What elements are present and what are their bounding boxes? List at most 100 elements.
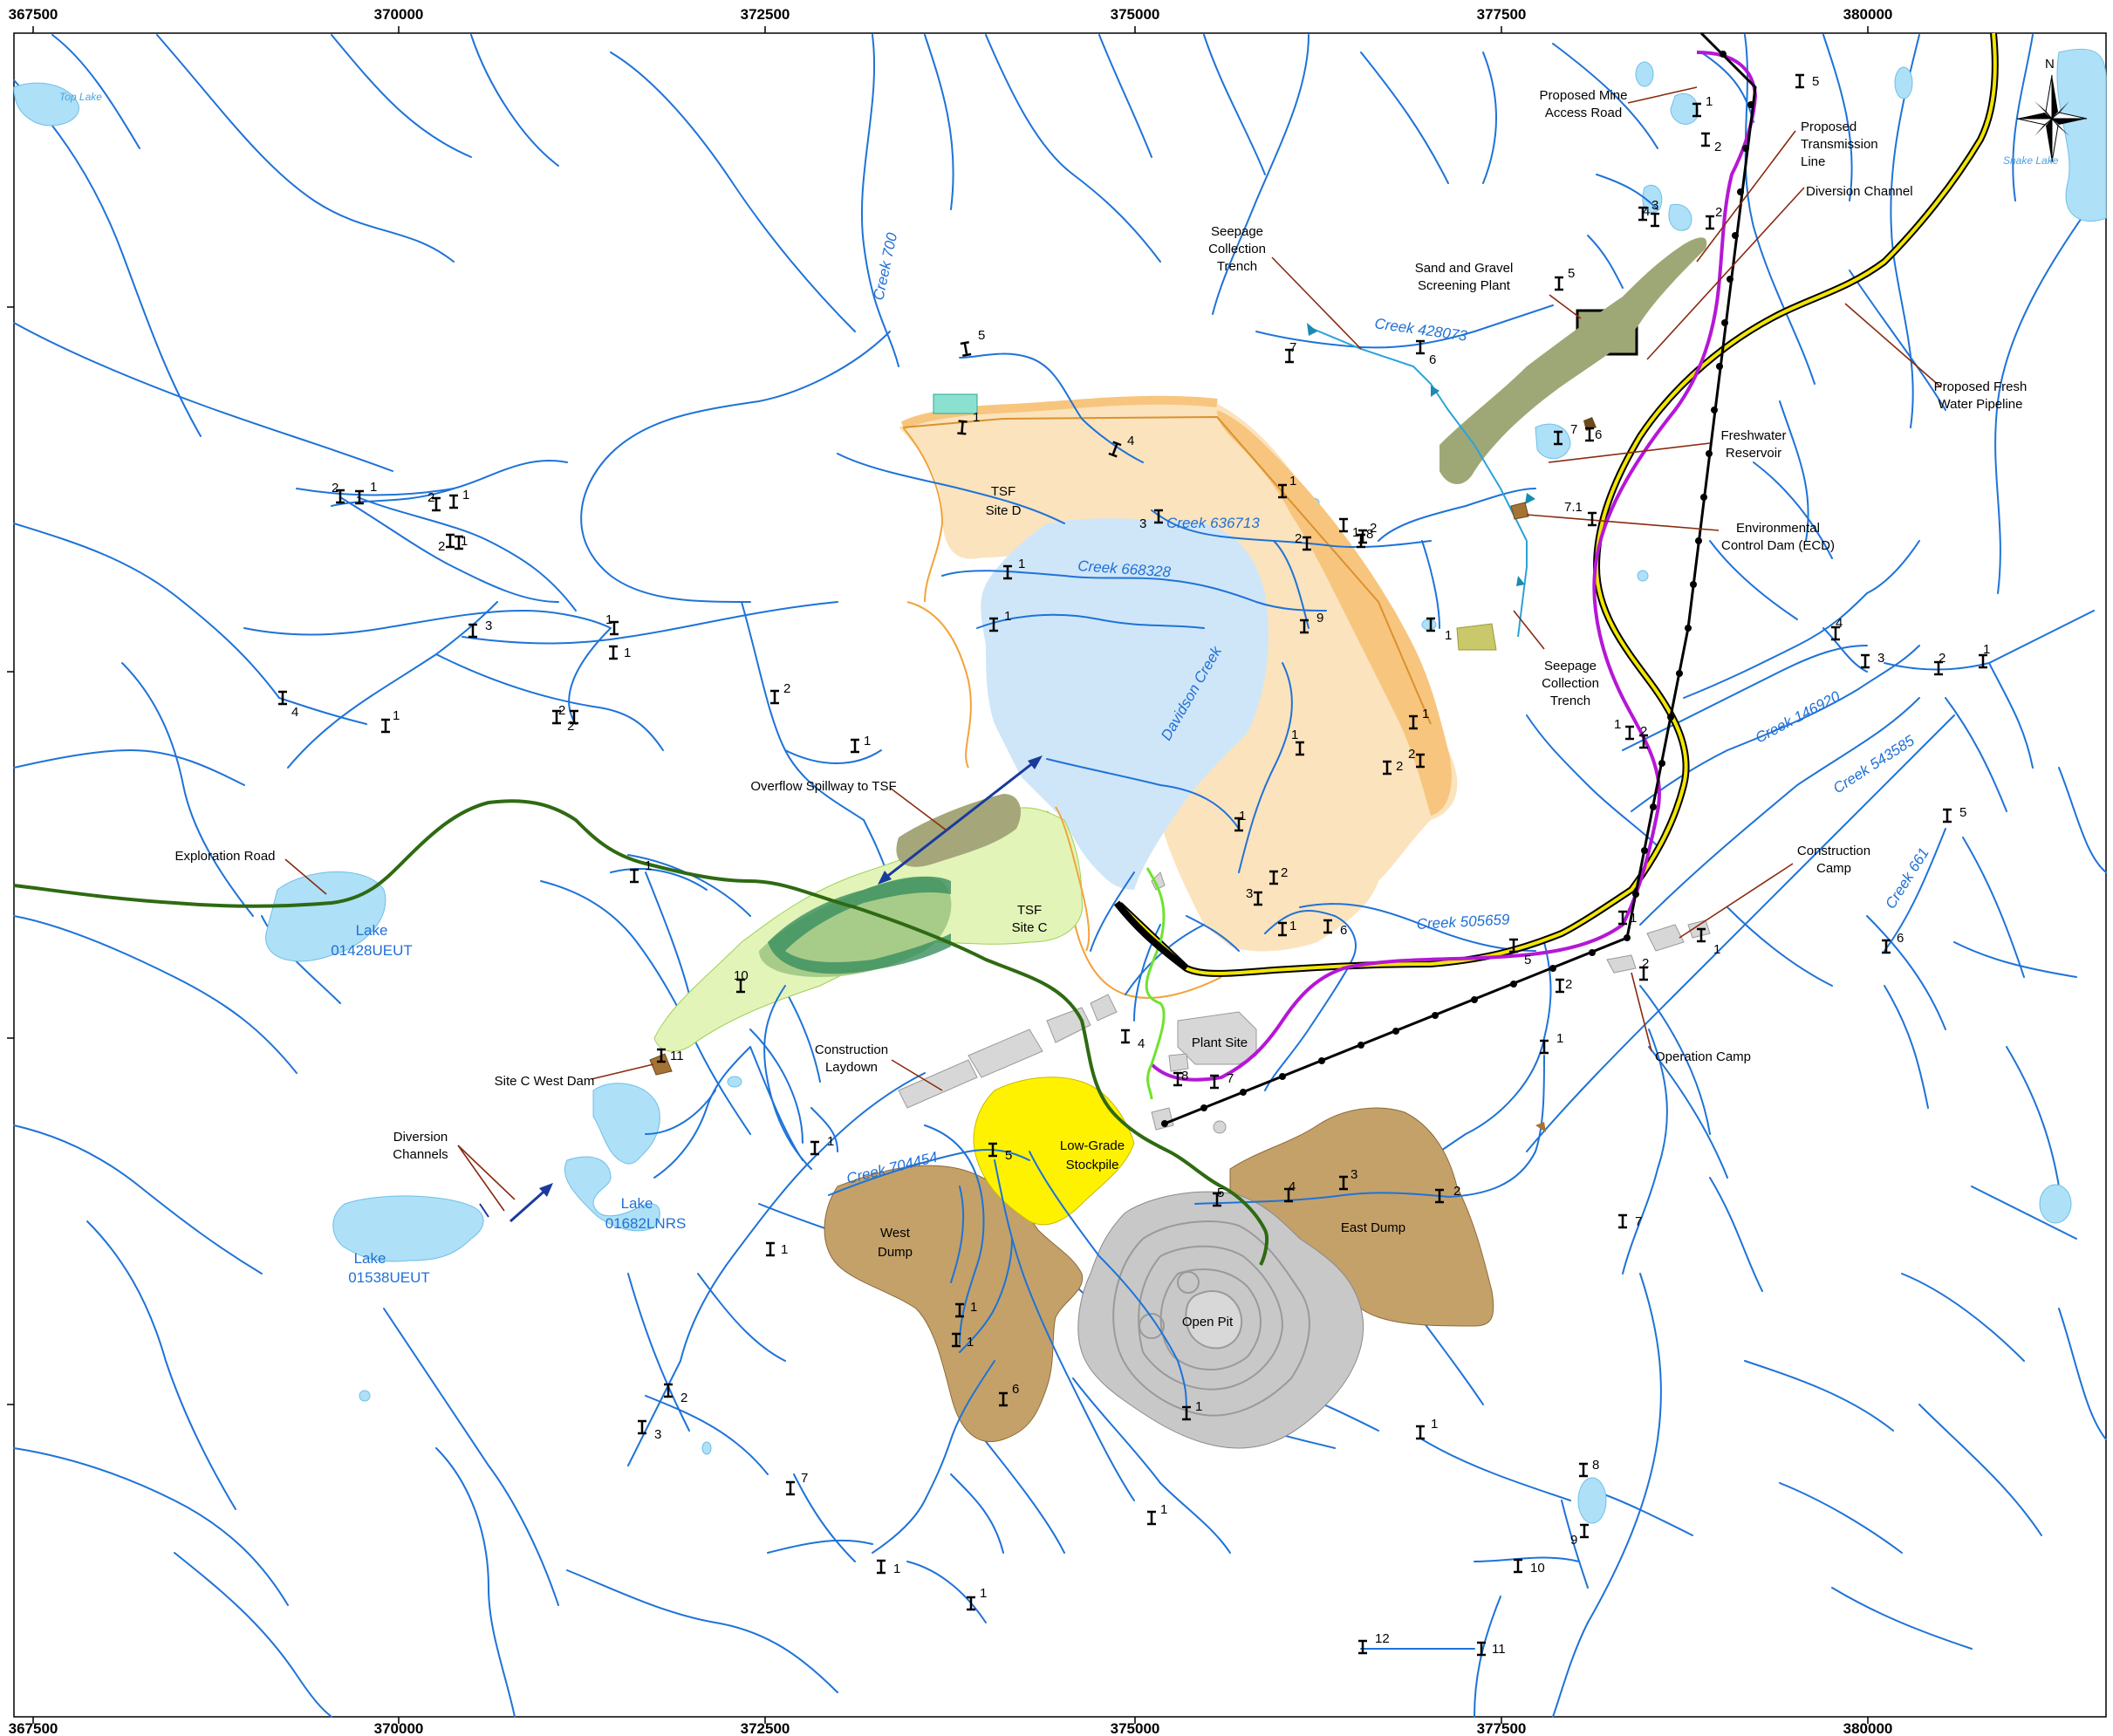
monitoring-site-number: 5: [1568, 266, 1575, 281]
x-tick-label: 367500: [9, 6, 58, 23]
x-tick-label: 375000: [1111, 6, 1160, 23]
monitoring-site-number: 3: [1651, 198, 1658, 213]
fresh-water-pipeline-label-1: Proposed Fresh: [1934, 379, 2028, 394]
monitoring-site-number: 2: [1396, 759, 1403, 774]
monitoring-site-marker: [1861, 653, 1870, 669]
transmission-label-2: Transmission: [1801, 137, 1878, 152]
seepage-bottom-label-2: Collection: [1542, 676, 1599, 691]
monitoring-site-marker: [381, 718, 390, 734]
axis-ticks: [7, 26, 1869, 1724]
monitoring-site-number: 4: [1643, 204, 1650, 219]
sand-gravel-label-2: Screening Plant: [1418, 278, 1511, 293]
monitoring-site-marker: [1358, 529, 1367, 544]
monitoring-site-marker: [1416, 1425, 1425, 1440]
lake-01682-line1: Lake: [621, 1195, 653, 1212]
transmission-label-1: Proposed: [1801, 120, 1857, 134]
monitoring-site-number: 4: [291, 705, 298, 720]
low-grade-label-2: Stockpile: [1066, 1158, 1119, 1172]
lake-01428ueut: [265, 871, 386, 962]
monitoring-site-marker: [1278, 921, 1287, 937]
monitoring-site-marker: [1625, 725, 1634, 741]
monitoring-site-number: 11: [670, 1049, 684, 1063]
operation-camp: [1606, 954, 1637, 974]
tsf-c-label-2: Site C: [1012, 920, 1048, 935]
monitoring-site-marker: [1477, 1641, 1486, 1657]
monitoring-site-number: 7: [1289, 340, 1296, 355]
x-tick-label: 367500: [9, 1720, 58, 1736]
monitoring-site-marker: [1588, 511, 1597, 527]
monitoring-site-marker: [1934, 660, 1943, 676]
monitoring-site-number: 1: [781, 1242, 788, 1257]
monitoring-site-marker: [1556, 978, 1564, 994]
monitoring-site-number: 8: [1592, 1458, 1599, 1473]
monitoring-site-marker: [736, 978, 745, 994]
monitoring-site-marker: [468, 623, 477, 639]
tsf-site-c: [653, 755, 1091, 1052]
sand-gravel-label-1: Sand and Gravel: [1415, 261, 1514, 276]
monitoring-site-number: 6: [1429, 352, 1436, 367]
x-tick-label: 372500: [741, 1720, 790, 1736]
monitoring-site-marker: [610, 620, 619, 636]
monitoring-site-marker: [999, 1391, 1008, 1407]
monitoring-site-marker: [1831, 625, 1840, 641]
monitoring-site-marker: [1651, 212, 1659, 228]
monitoring-site-number: 1: [1983, 642, 1990, 657]
x-tick-label: 370000: [374, 1720, 424, 1736]
monitoring-site-marker: [1269, 870, 1278, 885]
monitoring-site-marker: [657, 1048, 666, 1063]
transmission-line-nodes: [1161, 51, 1754, 1127]
monitoring-site-marker: [1323, 919, 1332, 934]
monitoring-site-number: 7: [1635, 1214, 1642, 1229]
monitoring-site-number: 2: [427, 490, 434, 505]
monitoring-site-number: 4: [1127, 434, 1134, 448]
monitoring-site-number: 1: [1614, 717, 1621, 732]
x-tick-label: 375000: [1111, 1720, 1160, 1736]
monitoring-site-marker: [570, 709, 578, 725]
monitoring-site-number: 1: [1004, 609, 1011, 624]
named-creeks: [627, 51, 1754, 1554]
x-tick-label: 370000: [374, 6, 424, 23]
monitoring-site-number: 4: [1138, 1036, 1145, 1051]
monitoring-site-number: 1: [461, 534, 468, 549]
monitoring-site-marker: [278, 690, 287, 706]
monitoring-site-number: 1: [1706, 94, 1713, 109]
tsf-d-label-1: TSF: [991, 484, 1015, 499]
monitoring-site-number: 3: [1877, 651, 1884, 666]
monitoring-site-number: 1: [1713, 942, 1720, 957]
proposed-fresh-water-pipeline: [1118, 32, 1997, 975]
lake-01682-line2: 01682LNRS: [605, 1215, 687, 1232]
north-label: N: [2045, 57, 2055, 72]
monitoring-site-number: 3: [1139, 516, 1146, 531]
monitoring-site-marker: [630, 868, 639, 884]
monitoring-site-marker: [455, 535, 463, 550]
leader-lines: [284, 86, 1942, 1212]
monitoring-site-number: 1: [1291, 728, 1298, 742]
monitoring-site-number: 1: [827, 1134, 834, 1149]
monitoring-site-marker: [1555, 276, 1563, 291]
seepage-bottom-label-3: Trench: [1550, 694, 1590, 708]
monitoring-site-number: 2: [558, 703, 565, 718]
construction-camp: [1646, 924, 1685, 952]
mine-facilities: [824, 1076, 1494, 1449]
monitoring-site-number: 5: [1812, 74, 1819, 89]
monitoring-site-number: 10: [1530, 1561, 1545, 1575]
monitoring-site-number: 1: [605, 612, 612, 627]
seepage-top-label-1: Seepage: [1211, 224, 1263, 239]
monitoring-site-marker: [851, 738, 859, 754]
monitoring-site-marker: [1706, 215, 1714, 230]
monitoring-site-number: 6: [1340, 923, 1347, 938]
lake-01682lnrs: [564, 1083, 660, 1232]
monitoring-site-number: 1: [1289, 919, 1296, 933]
overflow-spillway-area: [896, 794, 1021, 867]
environmental-control-dam: [1510, 502, 1529, 520]
construction-laydown-label-1: Construction: [815, 1042, 888, 1057]
monitoring-site-marker: [1585, 427, 1594, 442]
overflow-spillway-line: [880, 757, 1039, 883]
monitoring-site-marker: [1554, 430, 1563, 446]
monitoring-site-marker: [1580, 1523, 1589, 1539]
diversion-channel-area: [1439, 237, 1707, 484]
lake-01538-line2: 01538UEUT: [348, 1269, 430, 1286]
monitoring-site-number: 3: [1246, 886, 1253, 901]
monitoring-site-number: 3: [654, 1427, 661, 1442]
